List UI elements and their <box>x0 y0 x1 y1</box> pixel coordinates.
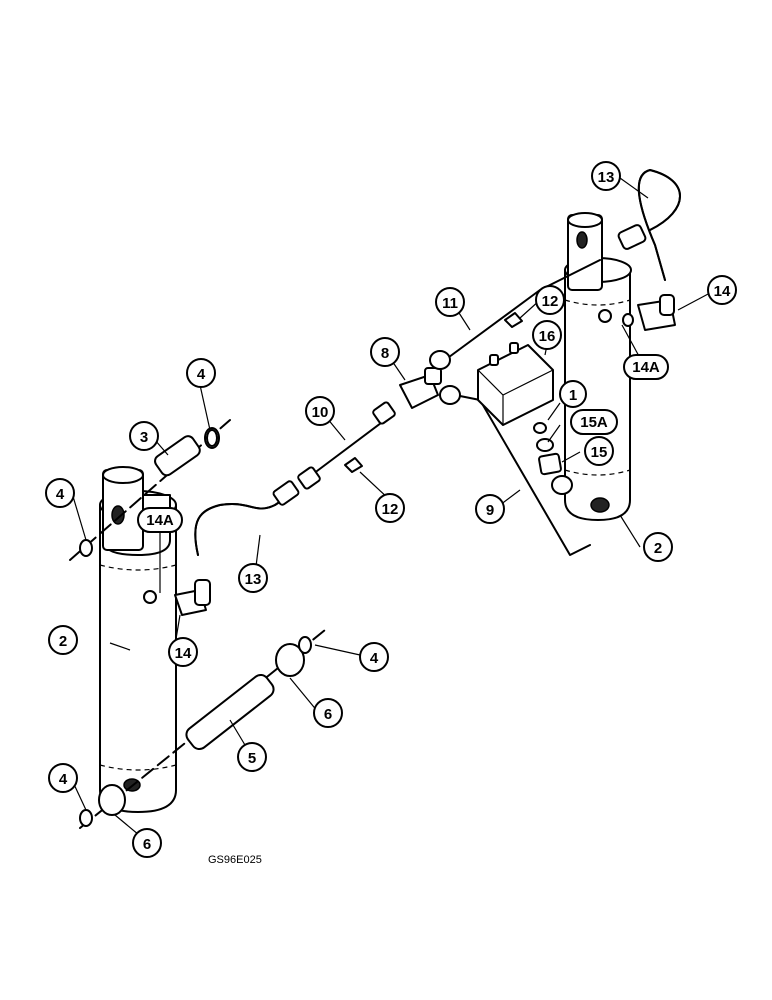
lower-pivot-pin <box>79 629 326 829</box>
callout-6-bottom: 6 <box>132 828 162 858</box>
callout-label: 4 <box>59 771 68 788</box>
callout-6-mid: 6 <box>313 698 343 728</box>
figure-code: GS96E025 <box>208 854 262 866</box>
callout-label: 13 <box>245 571 262 588</box>
callout-14-left: 14 <box>168 637 198 667</box>
callout-2-right: 2 <box>643 532 673 562</box>
valve-block <box>477 342 554 426</box>
callout-12-top: 12 <box>535 285 565 315</box>
callout-11: 11 <box>435 287 465 317</box>
callout-label: 12 <box>542 293 559 310</box>
callout-14A-left: 14A <box>137 507 183 533</box>
callout-label: 14A <box>146 512 174 529</box>
callout-label: 4 <box>197 366 206 383</box>
right-hydraulic-cylinder <box>564 212 632 521</box>
callout-label: 10 <box>312 404 329 421</box>
callout-label: 8 <box>381 345 389 362</box>
callout-label: 14 <box>175 645 192 662</box>
callout-3: 3 <box>129 421 159 451</box>
callout-5: 5 <box>237 742 267 772</box>
callout-label: 4 <box>370 650 379 667</box>
callout-13-right: 13 <box>591 161 621 191</box>
callout-2-left: 2 <box>48 625 78 655</box>
callout-12-mid: 12 <box>375 493 405 523</box>
callout-15A: 15A <box>570 409 618 435</box>
callout-label: 3 <box>140 429 148 446</box>
callout-14A-right: 14A <box>623 354 669 380</box>
callout-label: 15A <box>580 414 608 431</box>
left-hydraulic-cylinder <box>99 466 177 813</box>
callout-label: 14 <box>714 283 731 300</box>
leader-lines <box>71 177 711 841</box>
callout-4-mid: 4 <box>359 642 389 672</box>
fittings <box>174 224 676 616</box>
callout-label: 11 <box>442 295 458 312</box>
callout-label: 2 <box>59 633 67 650</box>
callout-4-left: 4 <box>45 478 75 508</box>
callout-label: 9 <box>486 502 494 519</box>
callout-1: 1 <box>559 380 587 408</box>
callout-label: 2 <box>654 540 662 557</box>
callout-label: 1 <box>569 387 577 404</box>
callout-4-bottom: 4 <box>48 763 78 793</box>
callout-13-left: 13 <box>238 563 268 593</box>
callout-8: 8 <box>370 337 400 367</box>
callout-14-right: 14 <box>707 275 737 305</box>
callout-10: 10 <box>305 396 335 426</box>
callout-label: 14A <box>632 359 660 376</box>
callout-label: 5 <box>248 750 256 767</box>
callout-16: 16 <box>532 320 562 350</box>
callout-label: 4 <box>56 486 65 503</box>
callout-label: 6 <box>324 706 332 723</box>
callout-label: 16 <box>539 328 556 345</box>
callout-4-top: 4 <box>186 358 216 388</box>
callout-label: 13 <box>598 169 615 186</box>
callout-9: 9 <box>475 494 505 524</box>
callout-label: 15 <box>591 444 608 461</box>
callout-label: 12 <box>382 501 399 518</box>
callout-label: 6 <box>143 836 151 853</box>
callout-15: 15 <box>584 436 614 466</box>
